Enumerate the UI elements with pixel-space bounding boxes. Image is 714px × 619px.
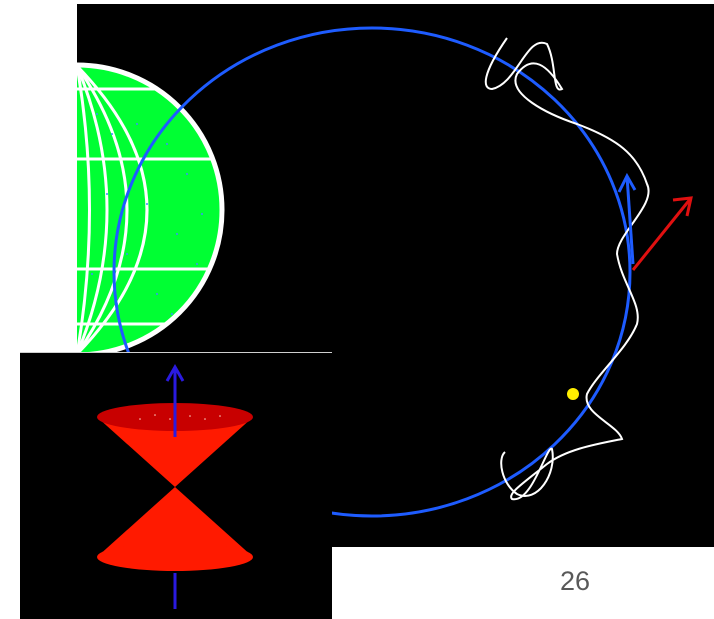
double-cone-icon: [97, 403, 253, 571]
globe-icon: [77, 62, 225, 358]
globe-texture-dots: [91, 113, 203, 315]
yellow-dot-icon: [567, 388, 579, 400]
orbit-icon: [112, 26, 632, 518]
light-cone-figure: [97, 363, 253, 609]
vertical-axis-arrow-icon: [165, 363, 185, 609]
blue-arrow-icon: [617, 172, 637, 265]
cone-texture-dots: [139, 414, 221, 420]
page-number: 26: [559, 566, 591, 596]
orbit-figure: [77, 26, 693, 518]
red-arrow-icon: [631, 196, 693, 271]
light-cone-inset: [20, 352, 332, 619]
gravitational-wave-icon: [484, 37, 650, 501]
